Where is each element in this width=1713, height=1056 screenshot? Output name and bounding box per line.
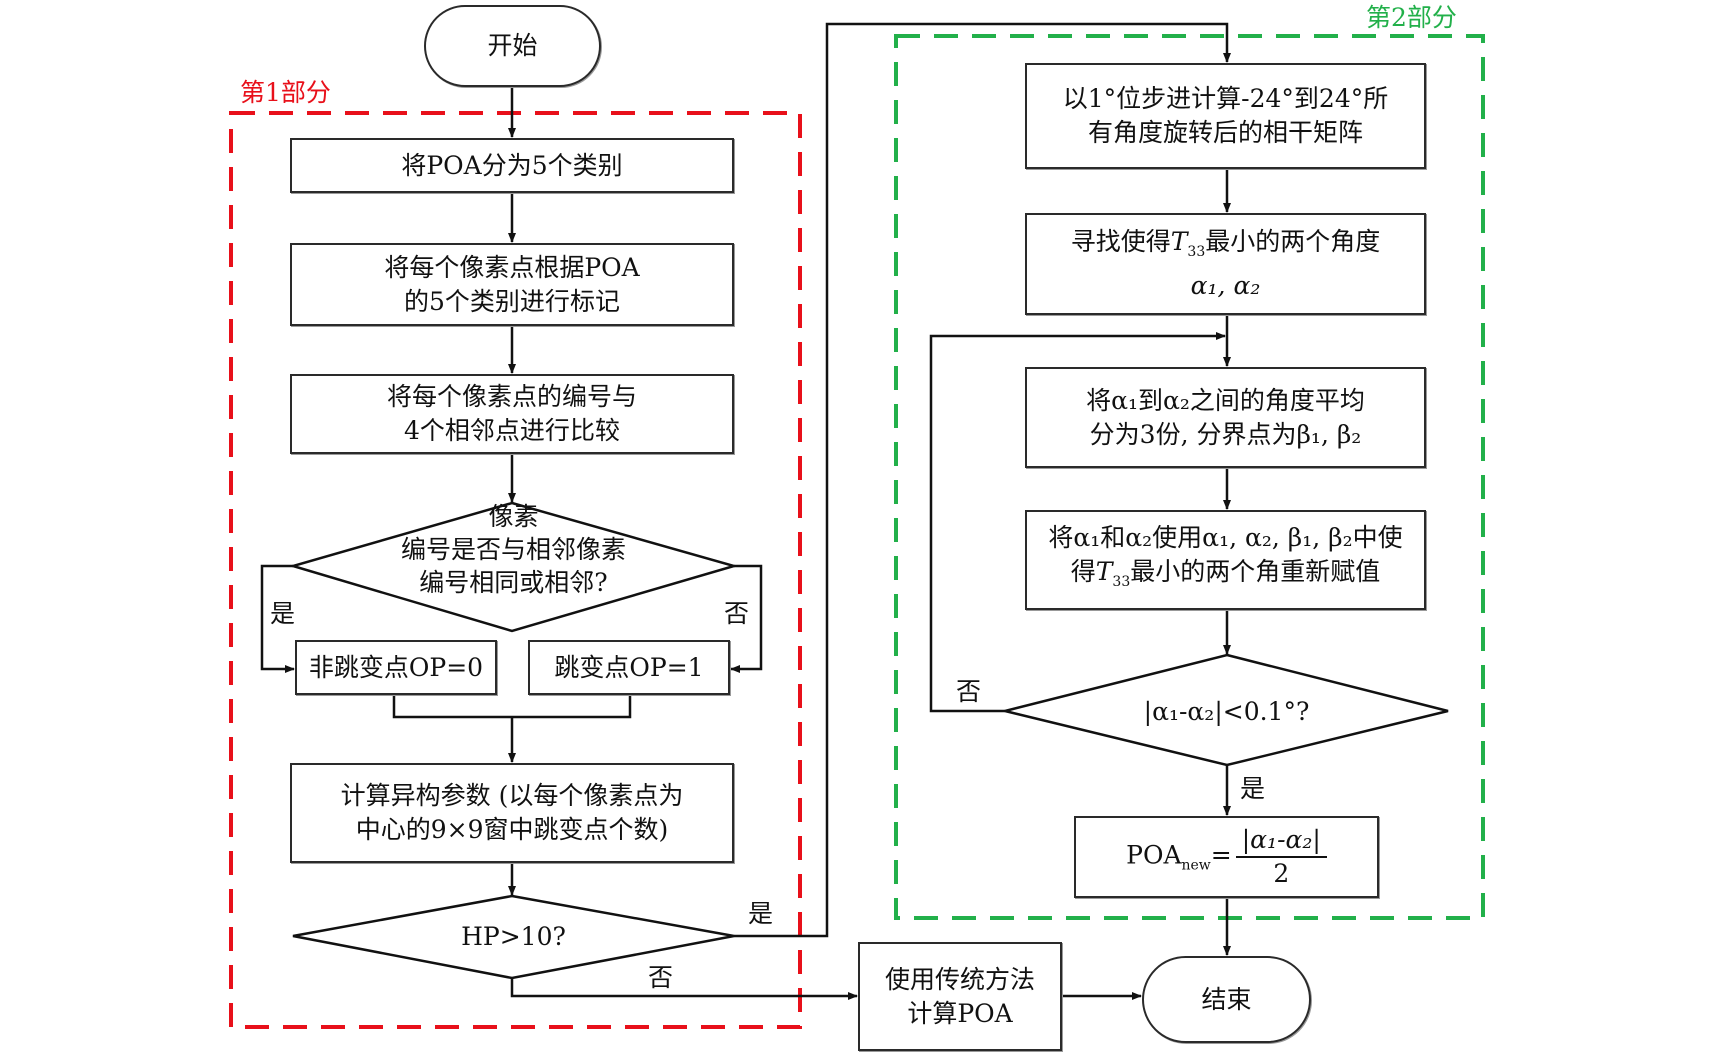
edge-hp-yes: [734, 22, 1231, 938]
compare-line1: 将每个像素点的编号与: [386, 382, 637, 411]
label-pixels-box: 将每个像素点根据POA 的5个类别进行标记: [290, 243, 734, 326]
part2-frame: [894, 34, 1485, 920]
edge-d2-no-loop: [929, 332, 1226, 713]
edge-label-yes-left: 是: [270, 599, 296, 628]
non-jump-text: 非跳变点OP=0: [308, 652, 484, 682]
part2-label: 第2部分: [1366, 3, 1457, 32]
poa-new-denominator: 2: [1273, 859, 1290, 888]
poa-new-eq: =: [1210, 840, 1232, 870]
reassign-post: 最小的两个角重新赋值: [1130, 557, 1381, 586]
reassign-t: T: [1095, 557, 1113, 586]
traditional-method-box: 使用传统方法 计算POA: [858, 942, 1062, 1051]
divide-angles-box: 将α₁到α₂之间的角度平均 分为3份, 分界点为β₁, β₂: [1025, 367, 1426, 468]
start-text: 开始: [487, 31, 538, 60]
traditional-line2: 计算POA: [907, 998, 1013, 1028]
hetero-line1: 计算异构参数 (以每个像素点为: [340, 781, 684, 810]
edge-label-hp-no: 否: [648, 963, 674, 992]
edge-label-no-right: 否: [724, 599, 750, 628]
edge-merge: [392, 695, 632, 719]
edge-hp-no: [510, 978, 858, 1000]
find-post: 最小的两个角度: [1205, 227, 1381, 256]
part1-label: 第1部分: [240, 78, 331, 107]
edge-label-conv-no: 否: [956, 677, 982, 706]
edge-d1-yes: [260, 564, 295, 673]
find-t: T: [1170, 227, 1188, 256]
decision1-line3: 编号相同或相邻?: [419, 568, 608, 597]
end-node: 结束: [1142, 956, 1311, 1043]
label-pixels-line2: 的5个类别进行标记: [404, 286, 620, 316]
decision-hp-shape: [292, 894, 735, 980]
edge-label-conv-yes: 是: [1240, 774, 1266, 803]
rotate-line1: 以1°位步进计算-24°到24°所: [1062, 84, 1389, 113]
compare-line2: 4个相邻点进行比较: [404, 416, 620, 445]
classify-poa-box: 将POA分为5个类别: [290, 138, 734, 193]
decision1-line2: 编号是否与相邻像素: [400, 535, 626, 564]
decision-hp-text: HP>10?: [461, 922, 566, 951]
jump-box: 跳变点OP=1: [528, 640, 730, 695]
rotate-matrix-box: 以1°位步进计算-24°到24°所 有角度旋转后的相干矩阵: [1025, 63, 1426, 169]
rotate-line2: 有角度旋转后的相干矩阵: [1087, 118, 1363, 147]
poa-new-sub: new: [1181, 857, 1211, 874]
find-line2: α₁, α₂: [1190, 271, 1261, 300]
divide-line1: 将α₁到α₂之间的角度平均: [1086, 385, 1365, 415]
edge-label-hp-yes: 是: [748, 899, 774, 928]
start-node: 开始: [424, 5, 601, 87]
traditional-line1: 使用传统方法: [884, 964, 1035, 994]
poa-new-formula: POAnew=|α₁-α₂|2: [1126, 824, 1327, 890]
decision-converge-shape: [1004, 653, 1449, 767]
poa-new-numerator: |α₁-α₂|: [1235, 824, 1327, 858]
decision1-line1: 像素: [488, 502, 539, 531]
find-min-angles-box: 寻找使得T33最小的两个角度 α₁, α₂: [1025, 213, 1426, 315]
jump-text: 跳变点OP=1: [554, 652, 704, 682]
decision-neighbor-shape: [288, 501, 739, 633]
edge-d1-no: [730, 564, 763, 673]
part1-frame: [229, 111, 802, 1029]
reassign-t-sub: 33: [1112, 574, 1131, 590]
find-pre: 寻找使得: [1070, 227, 1171, 256]
decision-neighbor-text: 像素 编号是否与相邻像素 编号相同或相邻?: [293, 500, 734, 599]
classify-poa-text: 将POA分为5个类别: [401, 150, 623, 180]
end-text: 结束: [1201, 984, 1252, 1014]
poa-new-fraction: |α₁-α₂|2: [1235, 824, 1327, 890]
find-line1: 寻找使得T33最小的两个角度: [1071, 225, 1381, 269]
reassign-angles-box: 将α₁和α₂使用α₁, α₂, β₁, β₂中使 得T33最小的两个角重新赋值: [1025, 510, 1426, 610]
reassign-line1: 将α₁和α₂使用α₁, α₂, β₁, β₂中使: [1048, 523, 1403, 552]
reassign-pre: 得: [1070, 557, 1096, 586]
label-pixels-line1: 将每个像素点根据POA: [384, 252, 640, 282]
hetero-line2: 中心的9×9窗中跳变点个数): [355, 815, 669, 844]
compare-neighbors-box: 将每个像素点的编号与 4个相邻点进行比较: [290, 374, 734, 454]
decision-converge-text: |α₁-α₂|<0.1°?: [1143, 697, 1310, 726]
find-t-sub: 33: [1187, 244, 1206, 260]
poa-new-box: POAnew=|α₁-α₂|2: [1074, 816, 1379, 898]
divide-line2: 分为3份, 分界点为β₁, β₂: [1089, 419, 1362, 449]
poa-new-lhs: POA: [1126, 840, 1182, 870]
non-jump-box: 非跳变点OP=0: [295, 640, 497, 695]
reassign-line2: 得T33最小的两个角重新赋值: [1071, 555, 1381, 599]
hetero-param-box: 计算异构参数 (以每个像素点为 中心的9×9窗中跳变点个数): [290, 763, 734, 863]
